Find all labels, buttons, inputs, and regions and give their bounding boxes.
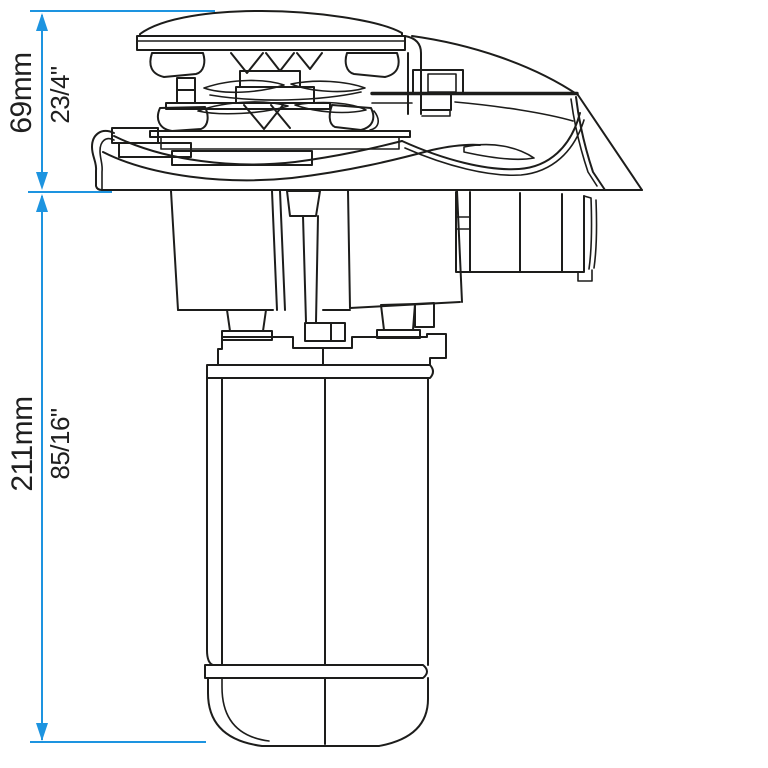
gypsy-spokes	[243, 104, 291, 130]
box-notch	[455, 216, 471, 230]
control-box	[455, 191, 598, 282]
mount-foot-left	[226, 309, 267, 332]
upper-chainwheel	[149, 52, 400, 101]
left-step-plates	[111, 127, 313, 166]
cap-band	[136, 35, 406, 51]
chain-pocket-arc	[209, 91, 362, 101]
shaft-coupling	[304, 322, 346, 342]
cover-slot	[463, 143, 535, 161]
chain-pocket-left	[203, 79, 285, 94]
step-plate-3	[171, 150, 313, 166]
motor-body	[221, 377, 429, 666]
box-bottom-tab	[577, 269, 593, 282]
step-plate-2	[118, 142, 192, 158]
latch-frame	[412, 69, 464, 94]
latch-lower-strip	[421, 109, 451, 117]
dimension-69mm: 69mm 23/4"	[5, 13, 75, 190]
cap-right-hook	[404, 35, 422, 71]
cover-inner-curve-2	[404, 119, 585, 177]
dimension-annotations: 69mm 23/4" 211mm 85/16"	[5, 10, 215, 743]
base-sweep-upper	[113, 135, 403, 166]
gearbox-dividers	[271, 190, 286, 311]
motor-upper-band	[206, 364, 434, 379]
base-left-curl-outer	[91, 129, 115, 191]
mount-flange-left	[221, 330, 273, 341]
motor-top-plate	[217, 333, 447, 366]
gypsy-base-ring	[149, 130, 411, 138]
gypsy-right-ear	[328, 104, 375, 131]
arrow-down-icon	[36, 172, 48, 190]
dimension-label-imperial: 85/16"	[45, 408, 75, 480]
dimension-211mm: 211mm 85/16"	[6, 194, 75, 741]
dimension-label-metric: 69mm	[5, 52, 38, 133]
cover-inner-curve	[401, 112, 581, 171]
motor-bottom-cap-outer	[207, 677, 429, 747]
latch-bars	[407, 52, 422, 115]
cover-top-edge	[411, 35, 579, 96]
mount-foot-right	[380, 303, 416, 331]
gypsy-wheel	[149, 101, 411, 150]
gearbox-left-edge	[170, 190, 179, 311]
cone-right-ear	[344, 52, 400, 78]
motor-bottom-cap-inner	[221, 677, 270, 742]
motor	[204, 333, 447, 747]
motor-lower-band	[204, 664, 428, 679]
arrow-down-icon	[36, 723, 48, 741]
base-right-slope	[577, 94, 643, 191]
latch-frame-inner	[427, 73, 457, 93]
box-right-ribs	[583, 195, 598, 270]
windlass-drawing	[91, 10, 643, 747]
arrow-up-icon	[36, 13, 48, 31]
cone-left-ear	[149, 52, 206, 78]
gypsy-right-ear-outer	[369, 110, 379, 131]
gearbox	[170, 190, 463, 342]
gypsy-pocket-left	[197, 101, 289, 115]
box-dividers	[469, 191, 563, 273]
gearbox-right-divider	[347, 190, 351, 309]
motor-left-strip	[206, 377, 214, 666]
gypsy-left-ear	[156, 106, 209, 132]
cover-right-edge-outer	[575, 96, 606, 191]
gypsy-pocket-right	[294, 101, 367, 114]
main-shaft	[302, 215, 319, 323]
latch-assembly	[407, 52, 464, 117]
gypsy-base-band	[160, 136, 400, 150]
base-left-curl-inner	[99, 137, 115, 191]
arrow-up-icon	[36, 194, 48, 212]
deck-base	[91, 35, 643, 191]
chain-pocket-right	[290, 80, 366, 93]
hub-left-block	[176, 77, 196, 104]
gearbox-neck	[286, 190, 321, 217]
cap-dome	[139, 10, 403, 37]
cover-sub-line-right	[454, 101, 574, 122]
mount-block-right	[414, 302, 435, 328]
gearbox-right-bottom	[322, 301, 461, 311]
dimension-label-metric: 211mm	[6, 396, 39, 491]
drum-cap	[136, 10, 422, 71]
cover-right-edge-inner	[570, 98, 598, 187]
dimension-label-imperial: 23/4"	[45, 66, 75, 124]
latch-lower-block	[420, 92, 452, 111]
gearbox-right-edge	[456, 190, 463, 303]
base-sweep-lower	[102, 143, 481, 182]
